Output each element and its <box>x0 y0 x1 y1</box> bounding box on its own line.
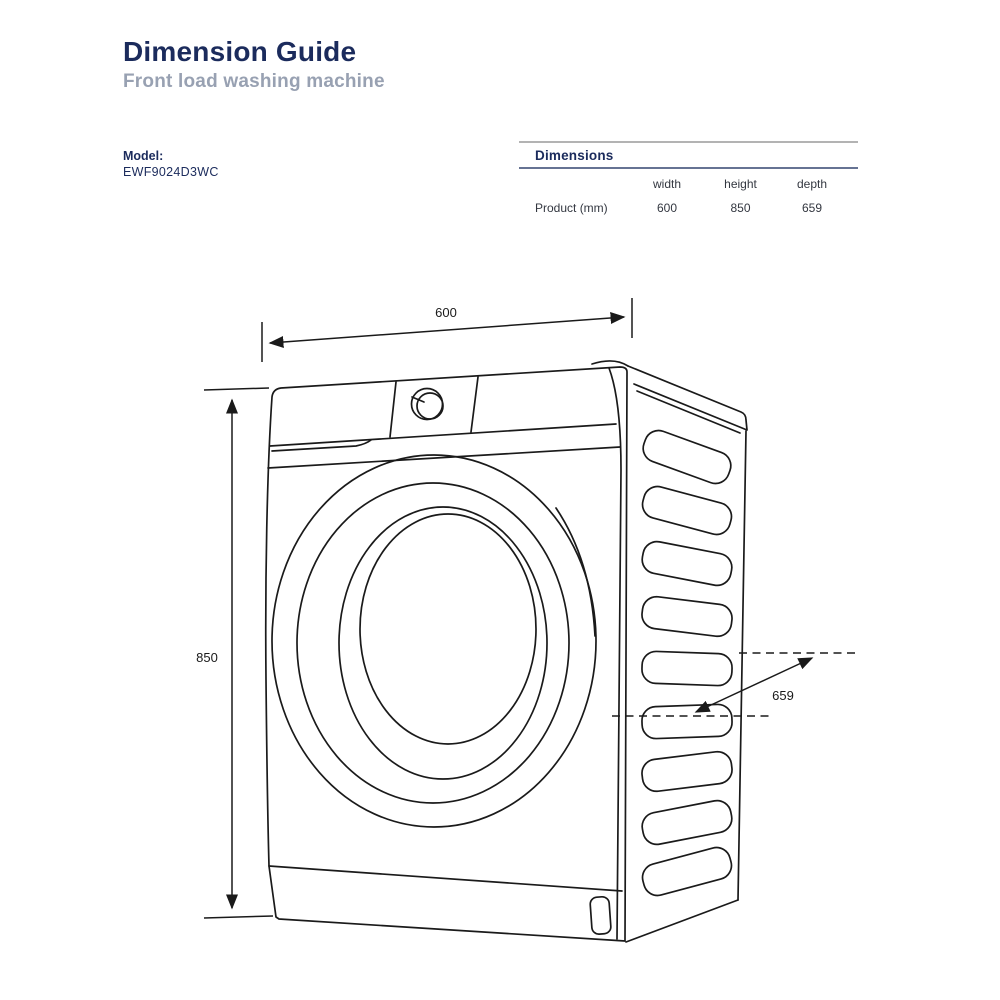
model-label: Model: <box>123 149 164 163</box>
height-dimension-label: 850 <box>196 650 218 665</box>
front-corner-crease <box>608 367 622 940</box>
knob-icon <box>410 387 444 421</box>
header: Dimension Guide Front load washing machi… <box>123 36 385 93</box>
front-panel <box>264 366 628 942</box>
value-depth: 659 <box>801 201 823 215</box>
table-top-rule <box>519 141 858 143</box>
detergent-drawer <box>271 439 372 452</box>
model-value: EWF9024D3WC <box>123 165 219 179</box>
filter-access-slot <box>589 895 612 935</box>
depth-dimension-label: 659 <box>772 688 794 703</box>
model-block: Model: EWF9024D3WC <box>123 148 219 180</box>
page-subtitle: Front load washing machine <box>123 71 385 92</box>
width-dimension: 600 <box>261 298 633 362</box>
control-panel <box>267 376 621 469</box>
depth-dimension: 659 <box>612 652 856 717</box>
table-title: Dimensions <box>535 148 614 163</box>
table-blue-rule <box>519 167 858 169</box>
column-header-width: width <box>652 177 681 191</box>
page-title: Dimension Guide <box>123 36 357 67</box>
value-width: 600 <box>656 201 678 215</box>
door <box>271 454 597 828</box>
top-lid <box>591 360 748 434</box>
width-dimension-label: 600 <box>435 305 457 320</box>
kick-plate-line <box>268 865 623 892</box>
column-header-height: height <box>724 177 757 191</box>
column-header-depth: depth <box>796 177 828 191</box>
row-label: Product (mm) <box>535 201 608 215</box>
dimensions-table: Dimensions width height depth Product (m… <box>519 141 858 215</box>
door-glass <box>359 513 537 745</box>
table-row: Product (mm) 600 850 659 <box>519 191 858 215</box>
side-vents <box>641 429 733 897</box>
value-height: 850 <box>730 201 751 215</box>
table-header-row: width height depth <box>519 169 858 191</box>
height-dimension: 850 <box>196 387 274 919</box>
washing-machine-drawing <box>264 360 748 943</box>
side-panel <box>625 429 747 943</box>
